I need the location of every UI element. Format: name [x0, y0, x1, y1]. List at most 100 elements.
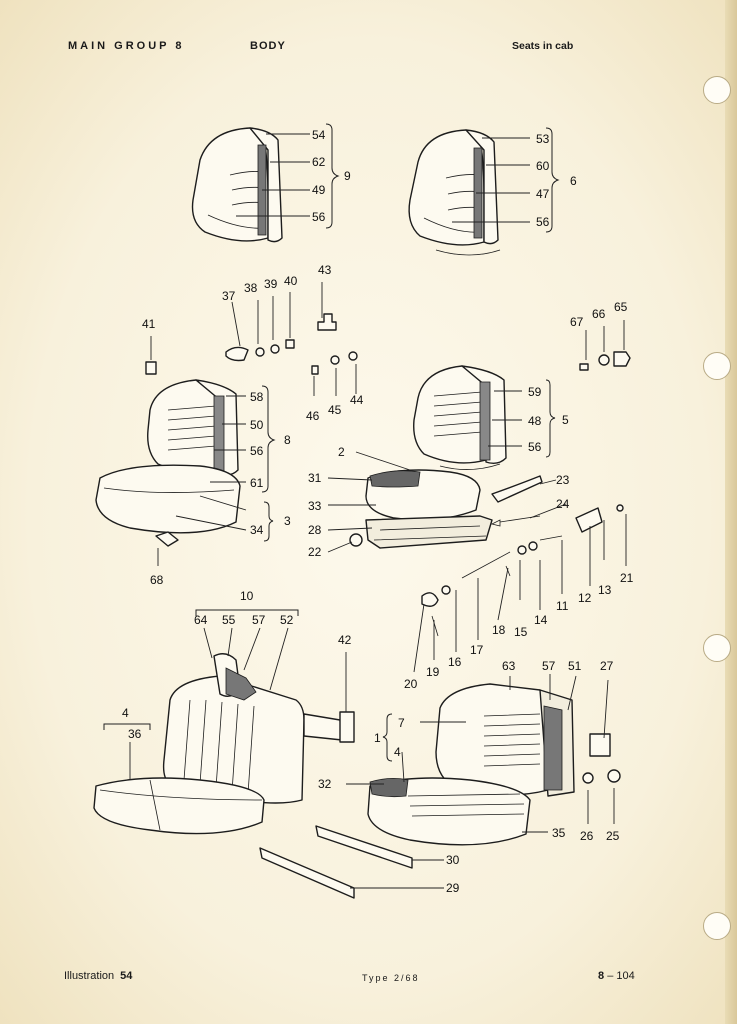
callout-50: 50 — [250, 418, 264, 432]
callout-40: 40 — [284, 274, 298, 288]
callout-34: 34 — [250, 523, 264, 537]
binder-hole-3 — [703, 634, 731, 662]
callout-18: 18 — [492, 623, 506, 637]
callout-48: 48 — [528, 414, 542, 428]
callout-62: 62 — [312, 155, 326, 169]
callout-56: 56 — [312, 210, 326, 224]
callout-55: 55 — [222, 613, 236, 627]
page-edge — [725, 0, 737, 1024]
callout-56: 56 — [250, 444, 264, 458]
callout-67: 67 — [570, 315, 584, 329]
callout-46: 46 — [306, 409, 320, 423]
callout-32: 32 — [318, 777, 332, 791]
bench-seat-drawing-4 — [93, 777, 265, 835]
callout-57: 57 — [252, 613, 266, 627]
callout-20: 20 — [404, 677, 418, 691]
callout-11: 11 — [556, 599, 569, 613]
callout-36: 36 — [128, 727, 142, 741]
callout-4: 4 — [394, 745, 401, 759]
footer-page-prefix: 8 — [598, 970, 605, 982]
footer-illustration-number: 54 — [120, 970, 133, 982]
binder-hole-2 — [703, 352, 731, 380]
callout-60: 60 — [536, 159, 550, 173]
callout-65: 65 — [614, 300, 628, 314]
leader-lines — [129, 133, 627, 889]
callout-23: 23 — [556, 473, 570, 487]
callout-30: 30 — [446, 853, 460, 867]
callout-10: 10 — [240, 589, 254, 603]
callout-61: 61 — [250, 476, 264, 490]
callout-2: 2 — [338, 445, 345, 459]
callout-44: 44 — [350, 393, 364, 407]
callout-47: 47 — [536, 187, 550, 201]
backrest-drawing-9 — [191, 127, 283, 243]
footer-illustration-label: Illustration — [64, 970, 115, 982]
callout-64: 64 — [194, 613, 208, 627]
footer-page-number: 8 – 104 — [598, 970, 635, 982]
callout-53: 53 — [536, 132, 550, 146]
backrest-drawing-5 — [413, 365, 507, 470]
callout-22: 22 — [308, 545, 322, 559]
callout-4: 4 — [122, 706, 129, 720]
callout-14: 14 — [534, 613, 548, 627]
callout-38: 38 — [244, 281, 258, 295]
callout-58: 58 — [250, 390, 264, 404]
seat-drawing-2 — [349, 469, 493, 549]
callout-3: 3 — [284, 514, 291, 528]
callout-56: 56 — [528, 440, 542, 454]
backrest-drawing-8 — [147, 379, 239, 476]
header-main-group: MAIN GROUP 8 — [68, 40, 185, 52]
callout-15: 15 — [514, 625, 528, 639]
callout-13: 13 — [598, 583, 612, 597]
callout-9: 9 — [344, 169, 351, 183]
footer-type: Type 2/68 — [362, 973, 420, 983]
callout-31: 31 — [308, 471, 322, 485]
bench-backrest-drawing-10 — [162, 653, 355, 804]
seat-drawing-4 — [367, 777, 531, 846]
callout-35: 35 — [552, 826, 566, 840]
callout-43: 43 — [318, 263, 332, 277]
callout-49: 49 — [312, 183, 326, 197]
callout-17: 17 — [470, 643, 484, 657]
callout-42: 42 — [338, 633, 352, 647]
binder-hole-top — [703, 76, 731, 104]
callout-21: 21 — [620, 571, 634, 585]
callout-1: 1 — [374, 731, 381, 745]
callout-6: 6 — [570, 174, 577, 188]
footer-page-suffix: – 104 — [607, 970, 635, 982]
callout-54: 54 — [312, 128, 326, 142]
callout-7: 7 — [398, 716, 405, 730]
seat-backrest-drawing-7 — [435, 683, 621, 797]
callout-29: 29 — [446, 881, 460, 895]
callout-28: 28 — [308, 523, 322, 537]
callout-16: 16 — [448, 655, 462, 669]
callout-59: 59 — [528, 385, 542, 399]
callout-45: 45 — [328, 403, 342, 417]
small-hardware — [145, 313, 631, 637]
callout-37: 37 — [222, 289, 236, 303]
callout-41: 41 — [142, 317, 156, 331]
callout-51: 51 — [568, 659, 582, 673]
callout-25: 25 — [606, 829, 620, 843]
callout-39: 39 — [264, 277, 278, 291]
seat-cushion-drawing-3 — [95, 464, 241, 547]
callout-27: 27 — [600, 659, 614, 673]
callout-63: 63 — [502, 659, 516, 673]
header-category: BODY — [250, 40, 286, 52]
header-section: Seats in cab — [512, 40, 574, 52]
callout-56: 56 — [536, 215, 550, 229]
callout-19: 19 — [426, 665, 440, 679]
backrest-drawing-6 — [408, 129, 501, 256]
callout-66: 66 — [592, 307, 606, 321]
callout-labels: 54 62 49 56 9 53 60 47 56 6 43 37 38 39 … — [122, 128, 634, 895]
footer-illustration: Illustration 54 — [64, 970, 132, 982]
callout-24: 24 — [556, 497, 570, 511]
callout-68: 68 — [150, 573, 164, 587]
callout-57: 57 — [542, 659, 556, 673]
callout-12: 12 — [578, 591, 592, 605]
group-braces — [103, 123, 560, 762]
callout-33: 33 — [308, 499, 322, 513]
frame-rails-30-29 — [259, 825, 413, 899]
callout-8: 8 — [284, 433, 291, 447]
